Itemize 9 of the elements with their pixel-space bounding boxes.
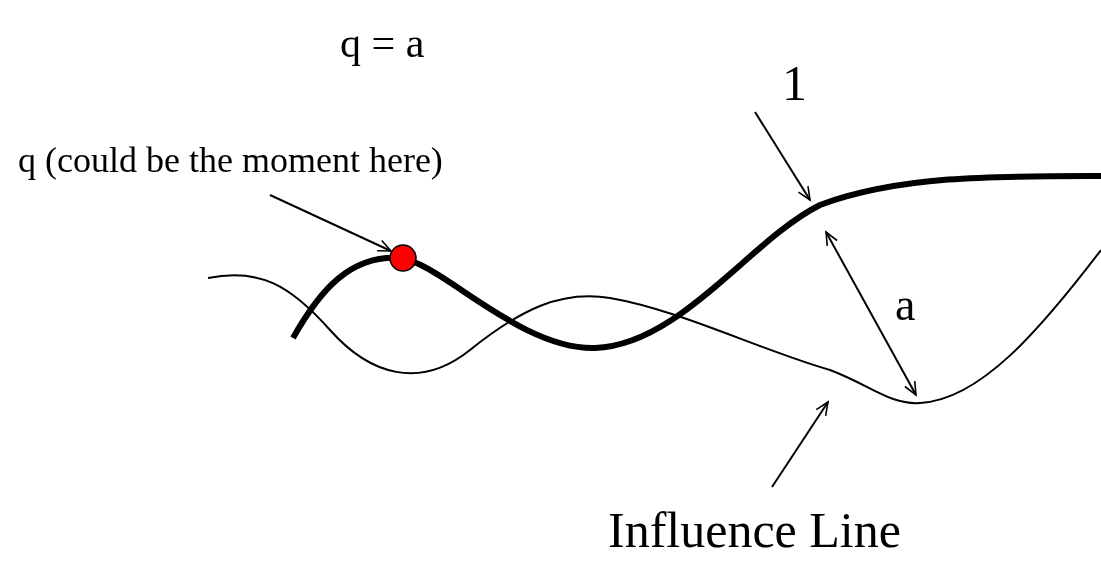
dimension-label: a — [895, 282, 916, 328]
callout-number: 1 — [782, 58, 807, 108]
callout-text: Influence Line — [608, 505, 901, 555]
leader-arrow — [754, 111, 811, 201]
influence-line-curve — [207, 249, 1101, 405]
equation-title: q = a — [340, 22, 425, 64]
leader-arrow — [771, 401, 829, 488]
leader-arrow — [269, 194, 392, 252]
callout-text: q (could be the moment here) — [18, 142, 443, 178]
